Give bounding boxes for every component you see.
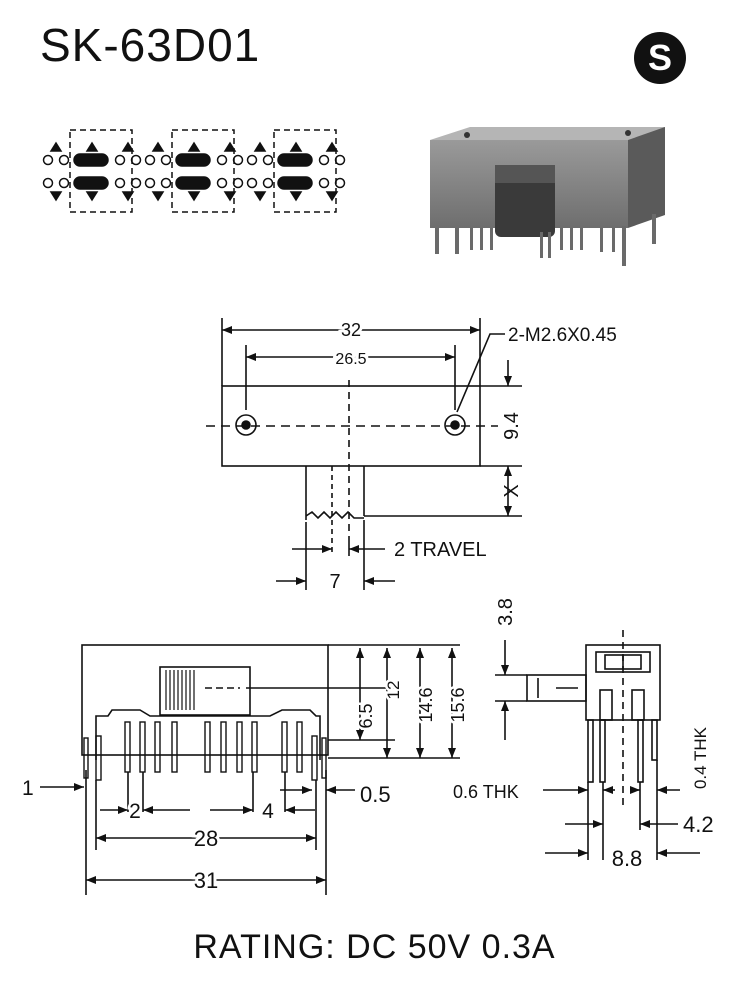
dim-h4: 15.6 — [448, 687, 468, 722]
dim-actuator-extension: X — [501, 484, 523, 497]
terminal-arrow — [253, 141, 267, 152]
dim-pin-thk-left: 0.6 THK — [453, 782, 519, 802]
dim-hole-pitch: 26.5 — [335, 351, 366, 368]
dim-pin-offset: 1 — [22, 777, 34, 800]
terminal-arrow — [151, 191, 165, 202]
dim-actuator-width: 7 — [329, 571, 340, 593]
dim-h2: 12 — [384, 681, 403, 700]
terminal-arrow — [187, 141, 201, 152]
terminal-arrow — [121, 191, 135, 202]
contact-terminal — [114, 177, 126, 189]
dim-h3: 14.6 — [416, 687, 436, 722]
slider-contact — [175, 176, 211, 190]
terminal-arrow — [223, 141, 237, 152]
contact-terminal — [216, 177, 228, 189]
contact-terminal — [58, 154, 70, 166]
dim-pin-pitch-large: 4 — [262, 800, 274, 823]
contact-terminal — [262, 177, 274, 189]
slider-contact — [73, 176, 109, 190]
terminal-arrow — [325, 141, 339, 152]
terminal-arrow — [325, 191, 339, 202]
contact-terminal — [334, 177, 346, 189]
terminal-arrow — [49, 191, 63, 202]
contact-group-outline — [273, 129, 337, 213]
terminal-arrow — [289, 141, 303, 152]
slider-contact — [175, 153, 211, 167]
mount-hole-left — [235, 414, 257, 436]
dim-side-width: 8.8 — [612, 846, 643, 871]
contact-terminal — [58, 177, 70, 189]
top-view-body — [221, 385, 481, 467]
dim-body-length: 31 — [194, 868, 218, 893]
rating-text: RATING: DC 50V 0.3A — [193, 928, 556, 966]
safety-mark-logo: S — [632, 30, 688, 91]
contact-terminal — [42, 177, 54, 189]
dim-length: 32 — [341, 320, 361, 340]
contact-terminal — [130, 154, 142, 166]
contact-terminal — [160, 177, 172, 189]
front-view — [40, 644, 460, 895]
dim-pin-pitch-small: 2 — [129, 800, 141, 823]
slider-contact — [277, 153, 313, 167]
slider-contact — [73, 153, 109, 167]
dim-travel: 2 TRAVEL — [394, 539, 487, 561]
dim-pin-thickness: 0.5 — [360, 782, 391, 807]
dim-pin-span: 28 — [194, 826, 218, 851]
slider-contact — [277, 176, 313, 190]
mount-hole-spec: 2-M2.6X0.45 — [508, 325, 617, 346]
contact-terminal — [144, 154, 156, 166]
contact-terminal — [232, 177, 244, 189]
dim-row-pitch: 4.2 — [683, 812, 714, 837]
contact-terminal — [318, 177, 330, 189]
terminal-arrow — [187, 191, 201, 202]
contact-terminal — [246, 154, 258, 166]
top-view — [206, 318, 522, 590]
dim-height: 9.4 — [501, 412, 523, 440]
terminal-arrow — [223, 191, 237, 202]
terminal-arrow — [253, 191, 267, 202]
contact-terminal — [246, 177, 258, 189]
contact-terminal — [216, 154, 228, 166]
contact-terminal — [160, 154, 172, 166]
contact-terminal — [130, 177, 142, 189]
terminal-arrow — [85, 141, 99, 152]
dim-side-top: 3.8 — [495, 598, 517, 626]
contact-terminal — [334, 154, 346, 166]
contact-terminal — [144, 177, 156, 189]
logo-letter: S — [648, 37, 672, 78]
mount-hole-right — [444, 414, 466, 436]
contact-terminal — [42, 154, 54, 166]
product-photo — [430, 127, 665, 266]
side-view — [495, 630, 700, 860]
product-title: SK-63D01 — [40, 19, 261, 71]
terminal-arrow — [85, 191, 99, 202]
contact-group-outline — [69, 129, 133, 213]
terminal-arrow — [121, 141, 135, 152]
dim-h1: 6.5 — [356, 703, 376, 728]
terminal-arrow — [151, 141, 165, 152]
terminal-arrow — [289, 191, 303, 202]
contact-terminal — [318, 154, 330, 166]
dim-pin-thk-right: 0.4 THK — [691, 726, 710, 789]
contact-group-outline — [171, 129, 235, 213]
contact-terminal — [262, 154, 274, 166]
contact-terminal — [114, 154, 126, 166]
terminal-arrow — [49, 141, 63, 152]
contact-terminal — [232, 154, 244, 166]
